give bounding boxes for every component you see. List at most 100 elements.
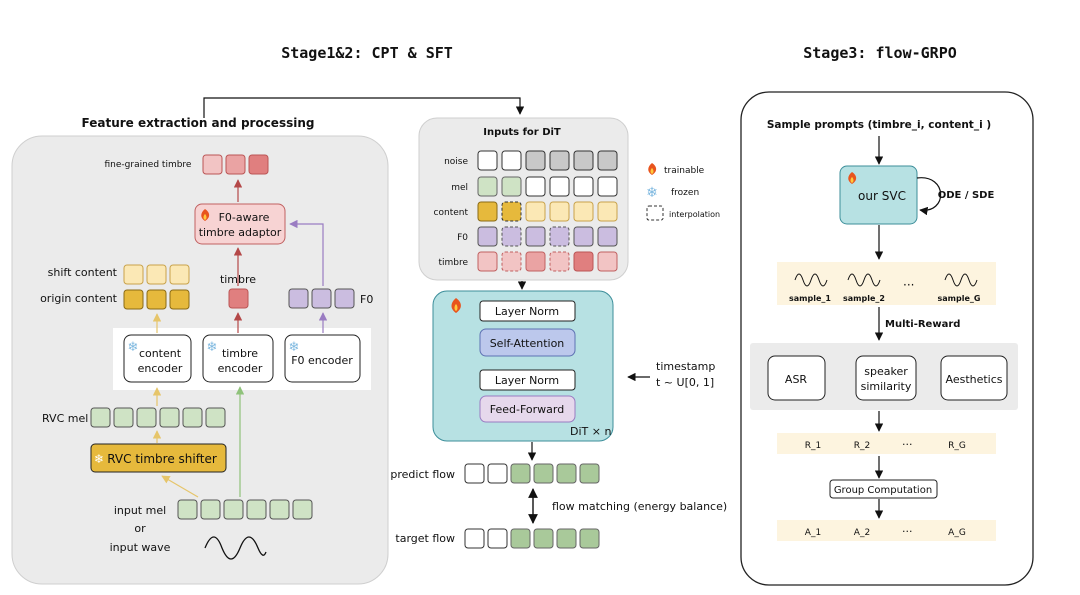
f0-label: F0 [360,293,373,306]
dit-row-content [477,201,618,222]
multi-reward-label: Multi-Reward [885,319,960,330]
rvc-mel-token-1 [90,407,111,428]
layer-norm-2 [479,369,576,391]
grpo-panel [740,91,1034,586]
legend-frozen: frozen [671,188,699,198]
predict-token [510,463,531,484]
input-mel-token-4 [246,499,267,520]
layer-norm-2-label: Layer Norm [495,374,559,387]
timbre-encoder [202,334,274,383]
rvc-timbre-shifter [90,443,227,473]
input-mel-tokens [177,499,313,520]
origin-content-token-3 [169,289,190,310]
group-computation-box [829,479,938,499]
rvc-mel-token-3 [136,407,157,428]
snowflake-icon: ❄ [128,340,139,355]
f0-aware-timbre-adaptor [194,203,286,245]
content-encoder [123,334,192,383]
snowflake-icon: ❄ [646,185,658,201]
fire-icon [451,298,461,313]
feature-panel-title: Feature extraction and processing [82,116,315,130]
self-attention [479,328,576,357]
snowflake-icon: ❄ [94,452,104,466]
or-label: or [134,522,146,535]
rewards-ellipsis: ··· [902,438,913,451]
content-token [477,201,498,222]
noise-token [549,150,570,171]
adaptor-label-2: timbre adaptor [199,226,282,239]
mel-token [573,176,594,197]
timbre-token [573,251,594,272]
dit-row-label-noise: noise [444,157,468,167]
mel-token [597,176,618,197]
content-token [525,201,546,222]
shift-content-token-1 [123,264,144,285]
timbre-token [228,288,249,309]
dit-row-mel [477,176,618,197]
timbre-token [477,251,498,272]
mel-token [549,176,570,197]
timbre-token [525,251,546,272]
layer-norm-1-label: Layer Norm [495,305,559,318]
reward-r2: R_2 [854,441,870,451]
f0-token [597,226,618,247]
predict-flow-tokens [464,463,600,484]
input-mel-label: input mel [114,504,166,517]
wave-icon [204,536,267,560]
mel-token [501,176,522,197]
rvc-shifter-label: RVC timbre shifter [107,452,217,466]
dit-row-label-content: content [434,208,469,218]
interpolation-swatch [646,205,664,221]
rvc-mel-token-5 [182,407,203,428]
target-token [464,528,485,549]
input-to-shifter-arrow [161,475,199,498]
f0-token-interp [549,226,570,247]
fire-icon [201,209,210,221]
ode-sde-label: ODE / SDE [938,190,995,201]
sample-g-label: sample_G [938,294,981,303]
target-flow-tokens [464,528,600,549]
target-token [556,528,577,549]
f0-token-3 [334,288,355,309]
group-computation-label: Group Computation [834,485,932,496]
reward-r1: R_1 [805,441,821,451]
timestamp-label-1: timestamp [656,360,715,373]
fine-timbre-token-1 [202,154,223,175]
target-token [510,528,531,549]
sample-1-label: sample_1 [789,294,831,303]
timbre-token-interp [549,251,570,272]
noise-token [477,150,498,171]
origin-content-token-1 [123,289,144,310]
snowflake-icon: ❄ [207,340,218,355]
wave-icon [847,273,881,287]
mel-token [477,176,498,197]
noise-token [525,150,546,171]
adaptor-label-1: F0-aware [219,211,270,224]
fine-grained-timbre-label: fine-grained timbre [105,160,192,170]
legend-trainable: trainable [664,166,705,176]
dit-inputs-title: Inputs for DiT [483,127,561,138]
input-mel-token-3 [223,499,244,520]
dit-n-label: DiT × n [570,425,611,438]
origin-content-token-2 [146,289,167,310]
noise-token [573,150,594,171]
fine-timbre-token-2 [225,154,246,175]
target-flow-label: target flow [395,532,455,545]
aesthetics-label: Aesthetics [945,373,1002,386]
advantage-ag: A_G [948,528,966,538]
feed-forward-label: Feed-Forward [490,403,564,416]
reward-rg: R_G [948,441,966,451]
timbre-token-interp [501,251,522,272]
our-svc-box [839,165,918,225]
ode-sde-loop-arrow [916,177,942,216]
fire-icon [848,172,857,184]
input-mel-token-6 [292,499,313,520]
sample-2-label: sample_2 [843,294,885,303]
advantage-a1: A_1 [805,528,821,538]
advantages-ellipsis: ··· [902,525,913,538]
input-mel-token-5 [269,499,290,520]
dit-row-label-mel: mel [451,183,468,193]
content-token-interp [501,201,522,222]
timbre-encoder-label-2: encoder [218,362,263,375]
